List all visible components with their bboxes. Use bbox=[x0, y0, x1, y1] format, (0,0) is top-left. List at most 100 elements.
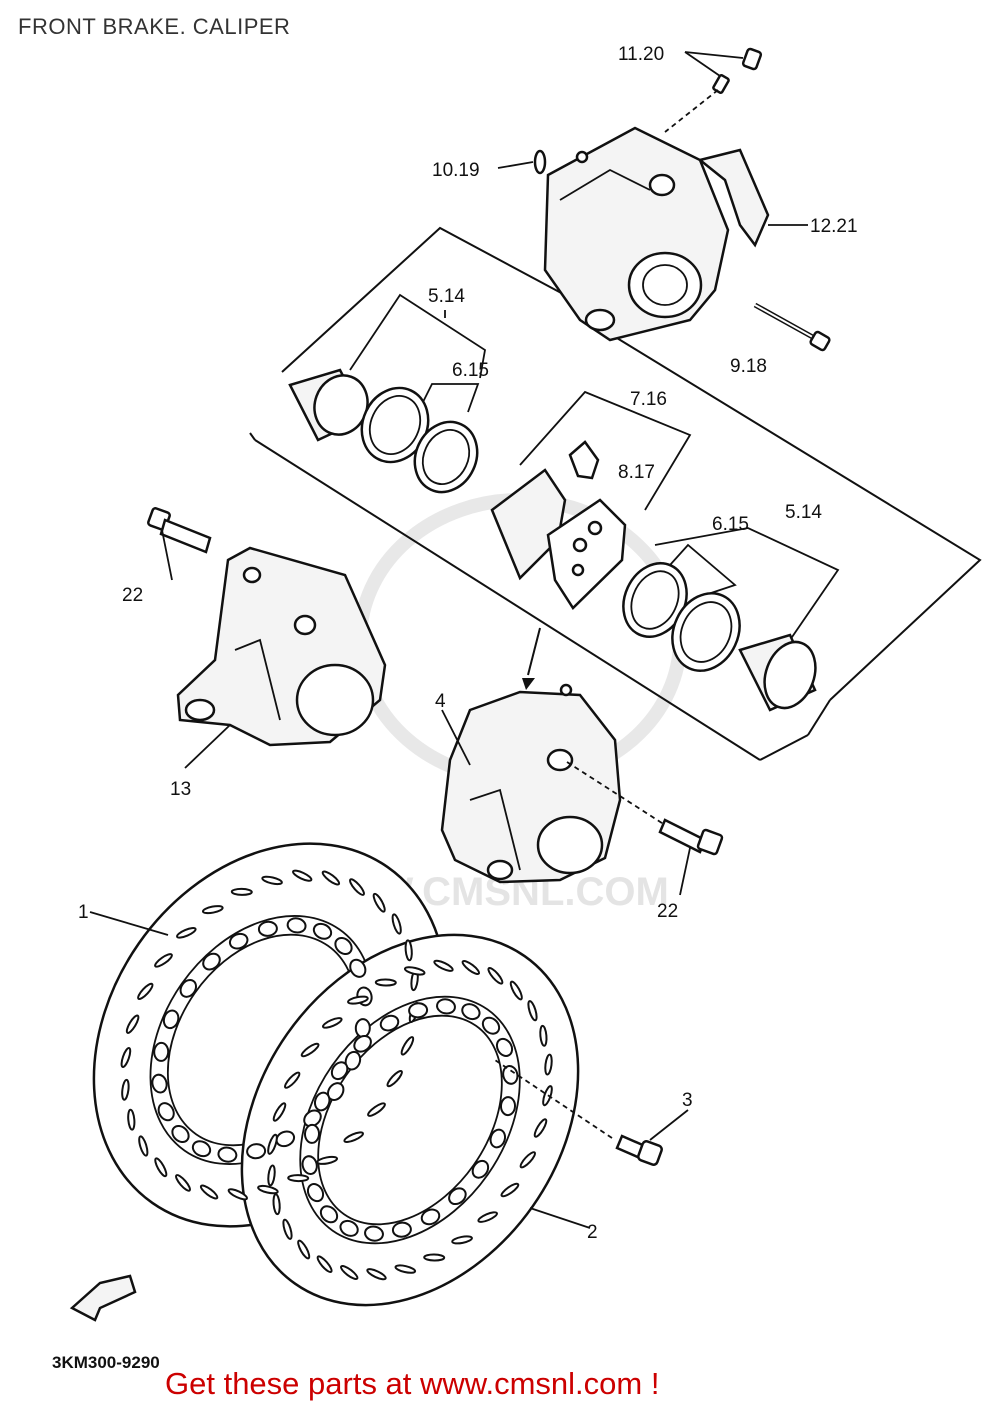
callout-2: 2 bbox=[587, 1222, 598, 1243]
callout-6-15-right: 6.15 bbox=[712, 514, 749, 535]
disc-slot bbox=[201, 905, 224, 915]
disc-slot bbox=[477, 1211, 498, 1223]
disc-hole bbox=[326, 1082, 345, 1101]
disc-slot bbox=[347, 995, 369, 1005]
disc-hole bbox=[303, 1109, 322, 1128]
disc-slot bbox=[433, 959, 454, 972]
disc-slot bbox=[121, 1078, 130, 1101]
callout-1: 1 bbox=[78, 902, 89, 923]
disc-hole bbox=[257, 920, 278, 937]
disc-slot bbox=[282, 1218, 293, 1240]
callout-10-19: 10.19 bbox=[432, 160, 480, 181]
disc-slot bbox=[199, 1184, 219, 1200]
disc-hole bbox=[391, 1221, 412, 1238]
disc-hole bbox=[495, 1037, 514, 1057]
disc-slot bbox=[257, 1184, 279, 1195]
disc-slot bbox=[267, 1133, 278, 1155]
assembly-arrow bbox=[522, 627, 541, 690]
callout-22-left: 22 bbox=[122, 585, 143, 606]
disc-slot bbox=[374, 978, 397, 987]
callout-9-18: 9.18 bbox=[730, 356, 767, 377]
disc-slot bbox=[487, 967, 504, 985]
pad-pin bbox=[753, 302, 831, 352]
front-direction-arrow-icon bbox=[69, 1274, 137, 1322]
disc-hole bbox=[313, 1091, 331, 1112]
pad-shim bbox=[568, 440, 600, 480]
disc-hole bbox=[306, 1183, 325, 1203]
caliper-4 bbox=[440, 683, 622, 884]
callout-8-17: 8.17 bbox=[618, 462, 655, 483]
disc-slot bbox=[527, 1000, 538, 1022]
disc-slot bbox=[404, 939, 413, 962]
disc-hole bbox=[379, 1014, 400, 1032]
disc-slot bbox=[138, 1135, 149, 1157]
disc-slot bbox=[267, 1164, 276, 1187]
disc-hole bbox=[151, 1073, 168, 1094]
disc-slot bbox=[175, 1174, 191, 1192]
disc-hole bbox=[353, 1034, 372, 1053]
disc-hole bbox=[286, 917, 307, 934]
callout-3: 3 bbox=[682, 1090, 693, 1111]
disc-hole bbox=[162, 1009, 180, 1030]
disc-hole bbox=[157, 1102, 175, 1122]
disc-hole bbox=[334, 937, 353, 955]
disc-slot bbox=[272, 1102, 287, 1122]
disc-slot bbox=[322, 1017, 343, 1029]
callout-22-right: 22 bbox=[657, 901, 678, 922]
disc-hole bbox=[489, 1128, 507, 1149]
bolt-22-right bbox=[658, 818, 724, 856]
disc-slot bbox=[366, 1268, 387, 1281]
assembly-bracket bbox=[249, 226, 982, 761]
disc-hole bbox=[420, 1208, 441, 1226]
disc-hole bbox=[171, 1125, 190, 1143]
disc-slot bbox=[316, 1255, 333, 1273]
disc-hole bbox=[202, 952, 221, 971]
disc-hole bbox=[191, 1140, 212, 1158]
disc-hole bbox=[354, 1018, 371, 1039]
disc-slot bbox=[519, 1151, 536, 1169]
disc-hole bbox=[339, 1219, 359, 1237]
disc-hole bbox=[461, 1003, 481, 1021]
callout-4: 4 bbox=[435, 691, 446, 712]
disc-slot bbox=[127, 1108, 136, 1131]
disc-slot bbox=[544, 1053, 553, 1076]
disc-slot bbox=[391, 913, 402, 935]
upper-caliper bbox=[543, 126, 730, 342]
callout-5-14-left: 5.14 bbox=[428, 286, 465, 307]
disc-slot bbox=[120, 1046, 132, 1069]
disc-slot bbox=[284, 1071, 301, 1089]
disc-hole bbox=[448, 1187, 467, 1206]
disc-hole bbox=[349, 958, 367, 978]
disc-slot bbox=[137, 982, 154, 1000]
disc-hole bbox=[319, 1205, 339, 1224]
bleed-screw bbox=[712, 47, 763, 94]
leader-lines bbox=[89, 51, 808, 1229]
disc-slot bbox=[272, 1193, 281, 1216]
callout-11-20: 11.20 bbox=[618, 44, 664, 65]
disc-hole bbox=[481, 1016, 501, 1035]
piston-right bbox=[738, 633, 817, 712]
disc-slot bbox=[500, 1182, 520, 1198]
callout-labels: 11.20 10.19 12.21 5.14 6.15 9.18 7.16 8.… bbox=[52, 44, 858, 1372]
pad-spring bbox=[697, 148, 770, 248]
disc-hole bbox=[471, 1159, 490, 1179]
disc-hole bbox=[499, 1096, 517, 1117]
callout-13: 13 bbox=[170, 779, 191, 800]
disc-slot bbox=[297, 1239, 311, 1260]
disc-slot bbox=[261, 875, 283, 886]
footer-link-text[interactable]: Get these parts at www.cmsnl.com ! bbox=[165, 1366, 660, 1401]
disc-slot bbox=[230, 887, 253, 896]
disc-hole bbox=[364, 1225, 384, 1242]
caliper-13 bbox=[176, 546, 387, 747]
callout-6-15-left: 6.15 bbox=[452, 360, 489, 381]
disc-slot bbox=[394, 1264, 417, 1274]
pin-clip bbox=[533, 149, 547, 175]
disc-hole bbox=[153, 1041, 170, 1062]
disc-hole bbox=[179, 979, 198, 998]
disc-hole bbox=[502, 1065, 519, 1085]
disc-slot bbox=[316, 1155, 339, 1165]
seal-left-2 bbox=[413, 420, 479, 494]
brake-pads bbox=[490, 468, 627, 610]
diagram-code: 3KM300-9290 bbox=[52, 1353, 160, 1372]
